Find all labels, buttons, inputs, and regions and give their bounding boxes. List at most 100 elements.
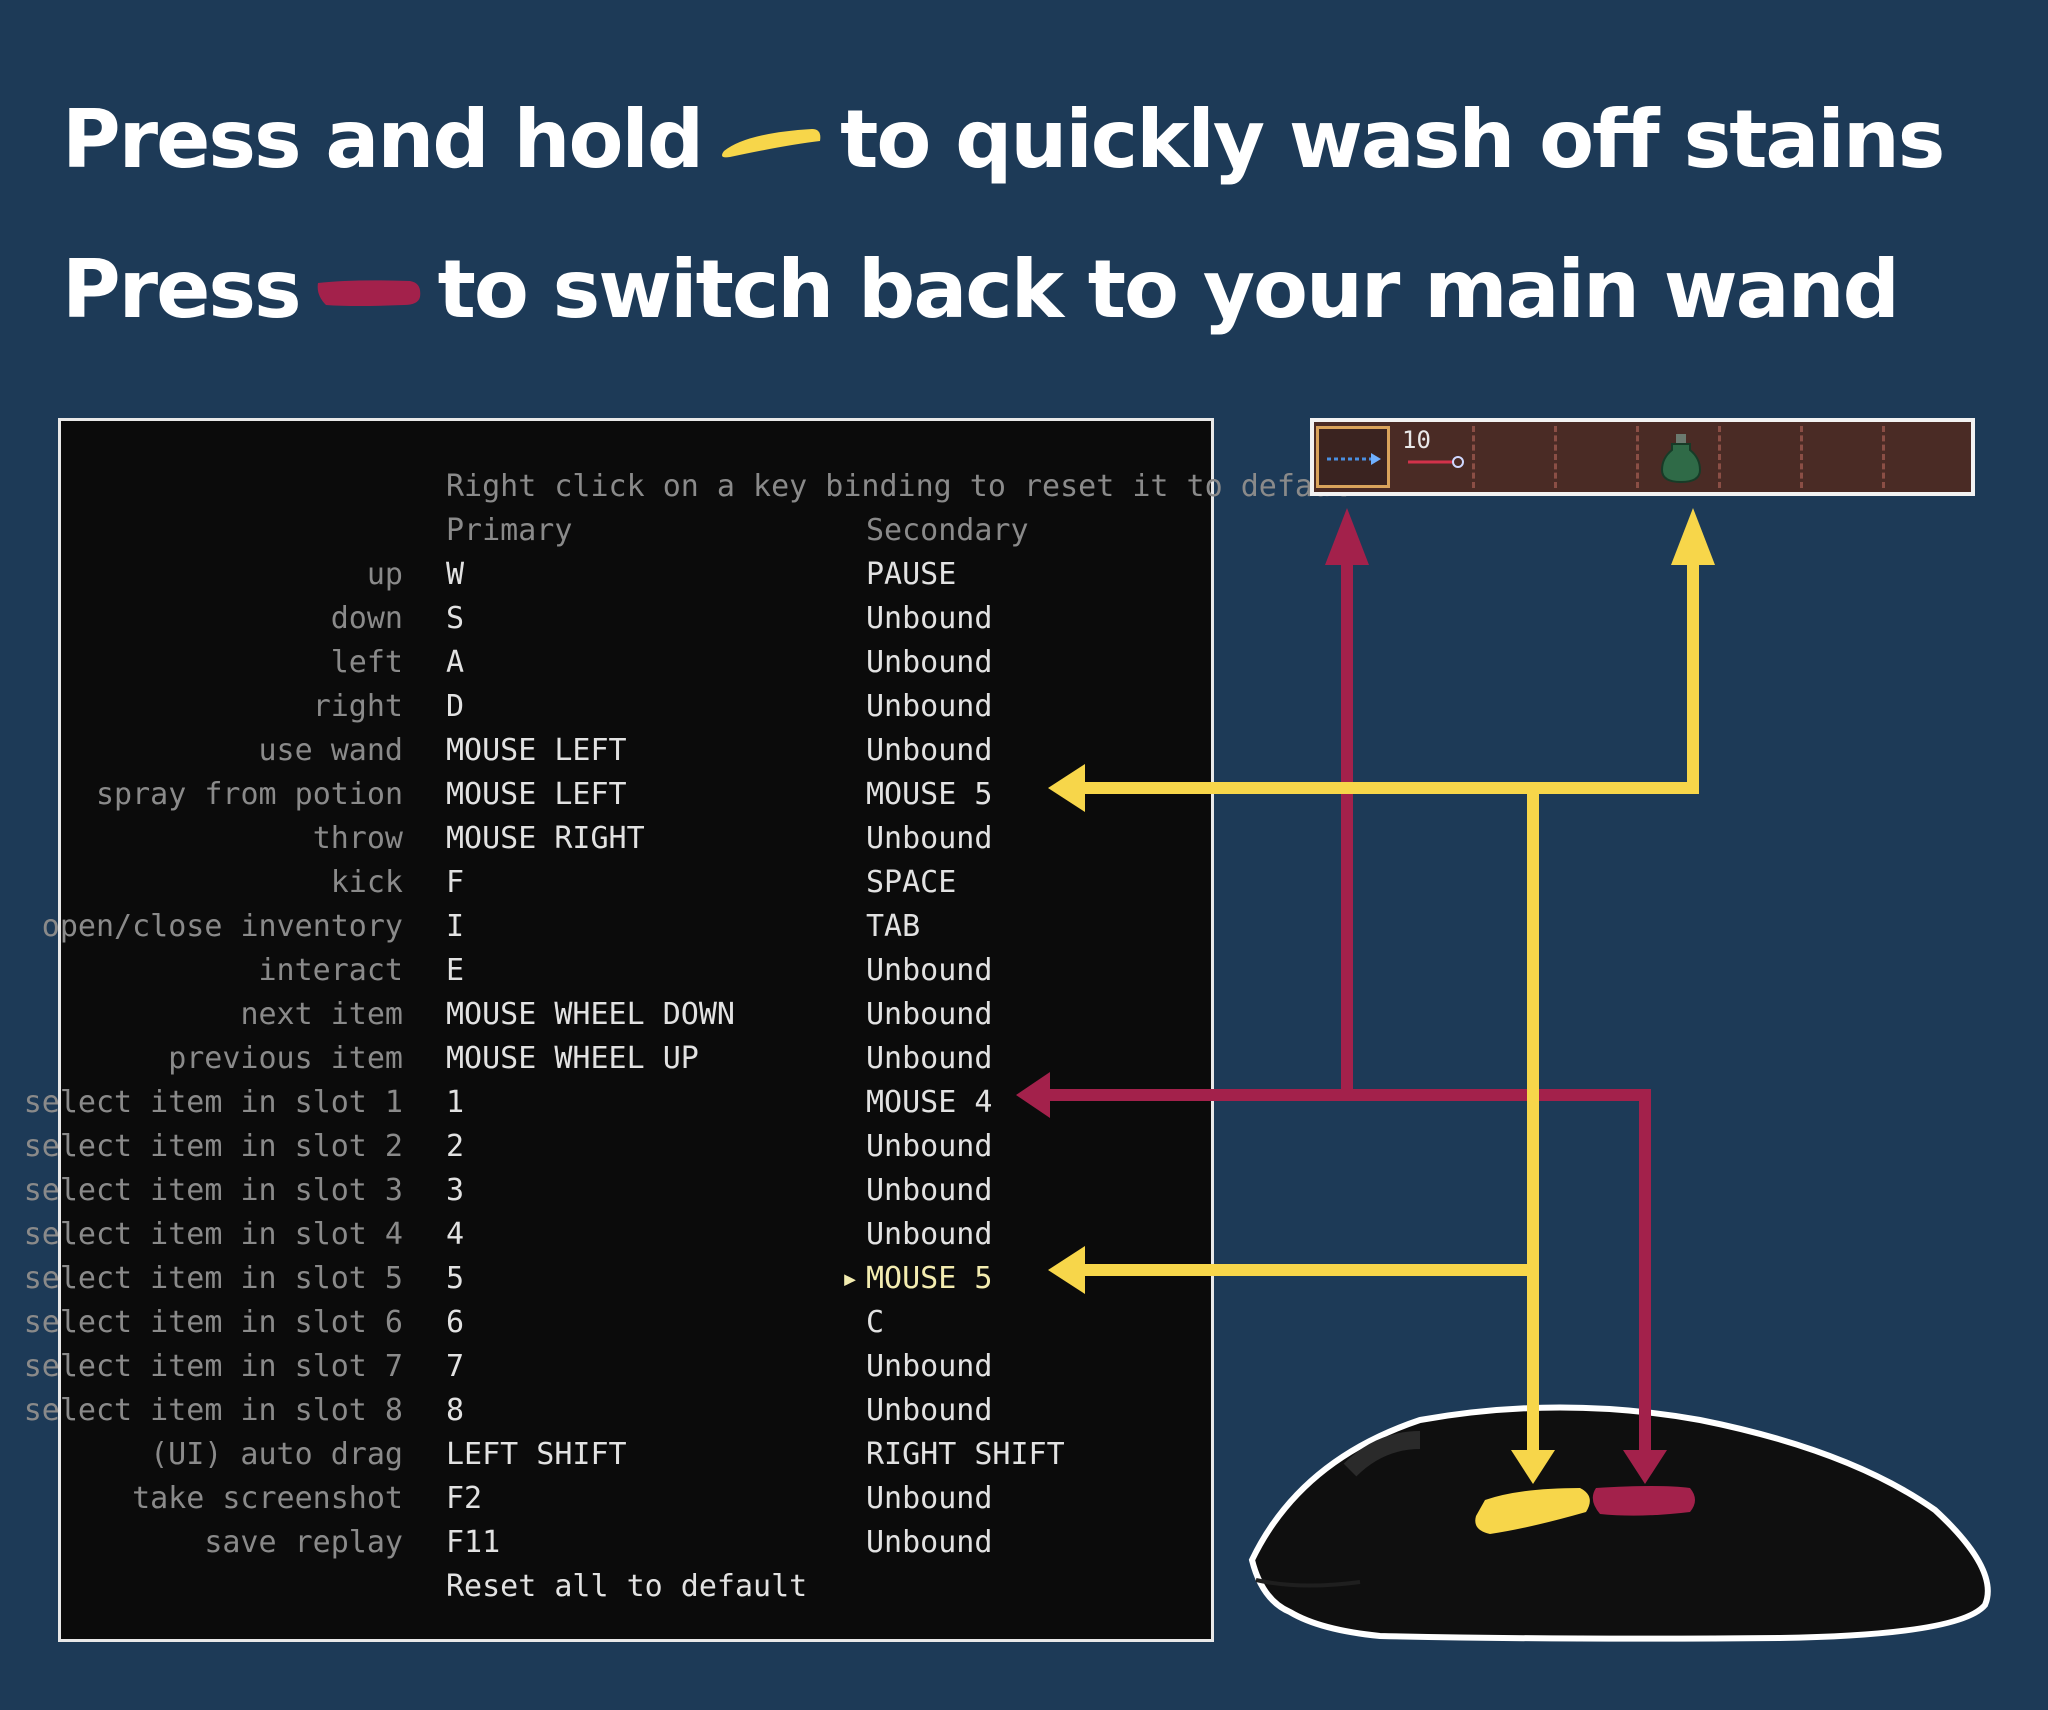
crimson-arrow: [1050, 560, 1651, 1460]
action-label: left: [330, 645, 403, 680]
secondary-binding[interactable]: Unbound: [866, 1173, 993, 1208]
secondary-binding[interactable]: Unbound: [866, 601, 993, 636]
primary-binding[interactable]: S: [446, 601, 465, 636]
primary-binding[interactable]: 5: [446, 1261, 465, 1296]
primary-binding[interactable]: MOUSE LEFT: [446, 777, 627, 812]
keybinding-row-slot-4[interactable]: select item in slot 4 4 Unbound: [24, 1213, 1211, 1257]
headline-hold: Press and hold to quickly wash off stain…: [62, 93, 1945, 186]
action-label: spray from potion: [95, 777, 403, 812]
secondary-binding[interactable]: C: [866, 1305, 885, 1340]
secondary-binding[interactable]: Unbound: [866, 1349, 993, 1384]
keybinding-row-right[interactable]: right D Unbound: [61, 685, 1211, 729]
keybinding-row-up[interactable]: up W PAUSE: [61, 553, 1211, 597]
secondary-binding[interactable]: TAB: [866, 909, 921, 944]
primary-binding[interactable]: D: [446, 689, 465, 724]
secondary-binding[interactable]: MOUSE 4: [866, 1085, 993, 1120]
header-secondary: Secondary: [866, 513, 1029, 548]
hotbar-slot-count: 10: [1402, 426, 1431, 454]
action-label: right: [312, 689, 403, 724]
keybinding-row-previous-item[interactable]: previous item MOUSE WHEEL UP Unbound: [61, 1037, 1211, 1081]
primary-binding[interactable]: 7: [446, 1349, 465, 1384]
primary-binding[interactable]: F: [446, 865, 465, 900]
header-primary: Primary: [446, 513, 573, 548]
secondary-binding[interactable]: Unbound: [866, 645, 993, 680]
hotbar-slot-6[interactable]: [1726, 426, 1803, 488]
keybinding-row-slot-1[interactable]: select item in slot 1 1 MOUSE 4: [24, 1081, 1211, 1125]
primary-binding[interactable]: I: [446, 909, 465, 944]
secondary-binding[interactable]: MOUSE 5: [866, 777, 993, 812]
keybinding-row-slot-6[interactable]: select item in slot 6 6 C: [24, 1301, 1211, 1345]
keybinding-row-take-screenshot[interactable]: take screenshot F2 Unbound: [61, 1477, 1211, 1521]
primary-binding[interactable]: LEFT SHIFT: [446, 1437, 627, 1472]
keybinding-row-open-close-inventory[interactable]: open/close inventory I TAB: [42, 905, 1211, 949]
hotbar-slot-2[interactable]: [1398, 426, 1475, 488]
keybinding-row-save-replay[interactable]: save replay F11 Unbound: [61, 1521, 1211, 1565]
keybinding-row-next-item[interactable]: next item MOUSE WHEEL DOWN Unbound: [61, 993, 1211, 1037]
primary-binding[interactable]: 4: [446, 1217, 465, 1252]
secondary-binding[interactable]: Unbound: [866, 953, 993, 988]
primary-binding[interactable]: 2: [446, 1129, 465, 1164]
secondary-binding[interactable]: Unbound: [866, 1481, 993, 1516]
secondary-binding[interactable]: PAUSE: [866, 557, 957, 592]
keybinding-row-kick[interactable]: kick F SPACE: [61, 861, 1211, 905]
primary-binding[interactable]: F2: [446, 1481, 483, 1516]
secondary-binding[interactable]: Unbound: [866, 689, 993, 724]
secondary-binding[interactable]: Unbound: [866, 821, 993, 856]
keybinding-row-interact[interactable]: interact E Unbound: [61, 949, 1211, 993]
keybinding-row-auto-drag[interactable]: (UI) auto drag LEFT SHIFT RIGHT SHIFT: [61, 1433, 1211, 1477]
action-label: select item in slot 4: [23, 1217, 403, 1252]
secondary-binding[interactable]: Unbound: [866, 1525, 993, 1560]
primary-binding[interactable]: E: [446, 953, 465, 988]
potion-icon: [1660, 434, 1702, 484]
primary-binding[interactable]: MOUSE LEFT: [446, 733, 627, 768]
secondary-binding[interactable]: Unbound: [866, 1129, 993, 1164]
keybinding-row-throw[interactable]: throw MOUSE RIGHT Unbound: [61, 817, 1211, 861]
keybinding-row-slot-7[interactable]: select item in slot 7 7 Unbound: [24, 1345, 1211, 1389]
hotbar-slot-3[interactable]: [1480, 426, 1557, 488]
action-label: save replay: [204, 1525, 403, 1560]
primary-binding[interactable]: 1: [446, 1085, 465, 1120]
secondary-binding[interactable]: SPACE: [866, 865, 957, 900]
primary-binding[interactable]: 8: [446, 1393, 465, 1428]
action-label: kick: [330, 865, 403, 900]
keybinding-panel: Right click on a key binding to reset it…: [24, 418, 1367, 1642]
keybinding-row-down[interactable]: down S Unbound: [61, 597, 1211, 641]
keybinding-row-left[interactable]: left A Unbound: [61, 641, 1211, 685]
secondary-binding[interactable]: Unbound: [866, 733, 993, 768]
hotbar-slot-1[interactable]: [1316, 426, 1390, 488]
secondary-binding[interactable]: Unbound: [866, 997, 993, 1032]
keybinding-row-slot-2[interactable]: select item in slot 2 2 Unbound: [24, 1125, 1211, 1169]
keybinding-row-use-wand[interactable]: use wand MOUSE LEFT Unbound: [61, 729, 1211, 773]
primary-binding[interactable]: 3: [446, 1173, 465, 1208]
primary-binding[interactable]: MOUSE WHEEL UP: [446, 1041, 699, 1076]
primary-binding[interactable]: W: [446, 557, 465, 592]
inventory-hotbar: 10: [1310, 418, 1975, 496]
keybinding-row-slot-5[interactable]: select item in slot 5 5 ▸ MOUSE 5: [24, 1257, 1211, 1301]
secondary-binding[interactable]: RIGHT SHIFT: [866, 1437, 1065, 1472]
mouse-button-4-crimson[interactable]: [1592, 1486, 1695, 1516]
reset-all-row[interactable]: Reset all to default: [61, 1565, 1211, 1609]
headline-hold-text-end: to quickly wash off stains: [840, 93, 1945, 186]
crimson-arrowhead-hotbar: [1325, 508, 1369, 565]
hotbar-slot-4[interactable]: [1562, 426, 1639, 488]
keybinding-row-slot-3[interactable]: select item in slot 3 3 Unbound: [24, 1169, 1211, 1213]
wand-icon: [1327, 453, 1381, 465]
primary-binding[interactable]: MOUSE WHEEL DOWN: [446, 997, 735, 1032]
keybinding-row-slot-8[interactable]: select item in slot 8 8 Unbound: [24, 1389, 1211, 1433]
primary-binding[interactable]: MOUSE RIGHT: [446, 821, 645, 856]
keybinding-row-spray-from-potion[interactable]: spray from potion MOUSE LEFT MOUSE 5: [61, 773, 1211, 817]
reset-all-button[interactable]: Reset all to default: [446, 1569, 808, 1604]
mouse-button-5-yellow[interactable]: [1475, 1488, 1590, 1534]
secondary-binding[interactable]: Unbound: [866, 1217, 993, 1252]
primary-binding[interactable]: F11: [446, 1525, 501, 1560]
secondary-binding[interactable]: Unbound: [866, 1041, 993, 1076]
primary-binding[interactable]: 6: [446, 1305, 465, 1340]
secondary-binding[interactable]: Unbound: [866, 1393, 993, 1428]
hotbar-slot-7[interactable]: [1808, 426, 1885, 488]
action-label: previous item: [168, 1041, 403, 1076]
crimson-button-swatch-icon: [317, 280, 420, 306]
action-label: up: [366, 557, 403, 592]
primary-binding[interactable]: A: [446, 645, 465, 680]
hotbar-slot-5[interactable]: [1644, 426, 1721, 488]
secondary-binding[interactable]: MOUSE 5: [866, 1261, 993, 1296]
